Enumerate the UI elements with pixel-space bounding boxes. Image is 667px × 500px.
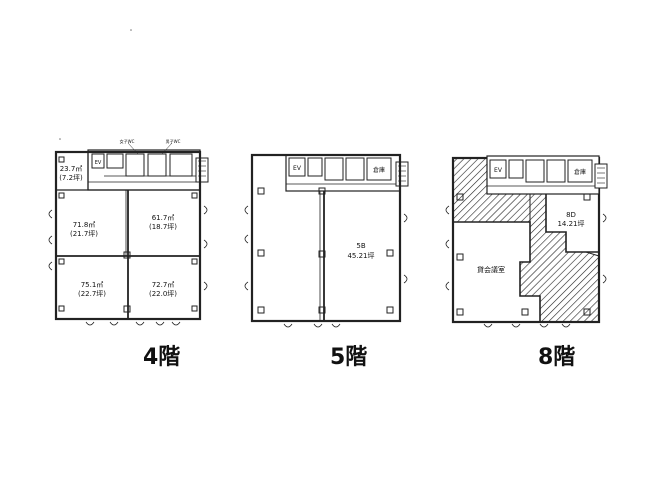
wc-label-4f-2: 男子WC: [166, 138, 181, 144]
storage-label-5f: 倉庫: [373, 166, 385, 174]
unit-4f-e-tsubo: (22.0坪): [149, 290, 177, 298]
wc-label-4f-1: 女子WC: [120, 138, 135, 144]
storage-label-8f: 倉庫: [574, 168, 586, 176]
unit-4f-d-tsubo: (22.7坪): [78, 290, 106, 298]
floor-plan-8f: [445, 155, 608, 328]
floor-label-5f: 5階: [330, 345, 368, 370]
unit-4f-a-tsubo: (7.2坪): [59, 174, 83, 182]
unit-4f-a-area: 23.7㎡: [60, 165, 83, 173]
floor-label-4f: 4階: [143, 345, 181, 370]
ev-label-4f: EV: [95, 160, 102, 166]
unit-4f-c-area: 61.7㎡: [152, 214, 175, 222]
unit-4f-e-area: 72.7㎡: [152, 281, 175, 289]
ev-label-8f: EV: [494, 167, 503, 174]
unit-4f-b-area: 71.8㎡: [73, 221, 96, 229]
meeting-room-label-8f: 貸会議室: [477, 265, 505, 274]
floor-label-8f: 8階: [538, 345, 576, 370]
ev-label-5f: EV: [293, 165, 302, 172]
unit-4f-d-area: 75.1㎡: [81, 281, 104, 289]
floor-plan-5f: [244, 153, 409, 328]
unit-8f-tsubo: 14.21坪: [557, 220, 584, 228]
unit-5f-tsubo: 45.21坪: [347, 252, 374, 260]
unit-8f-area: 8D: [566, 211, 576, 219]
unit-4f-c-tsubo: (18.7坪): [149, 223, 177, 231]
unit-4f-b-tsubo: (21.7坪): [70, 230, 98, 238]
floor-plan-4f: [48, 142, 209, 326]
unit-5f-area: 5B: [356, 242, 365, 250]
